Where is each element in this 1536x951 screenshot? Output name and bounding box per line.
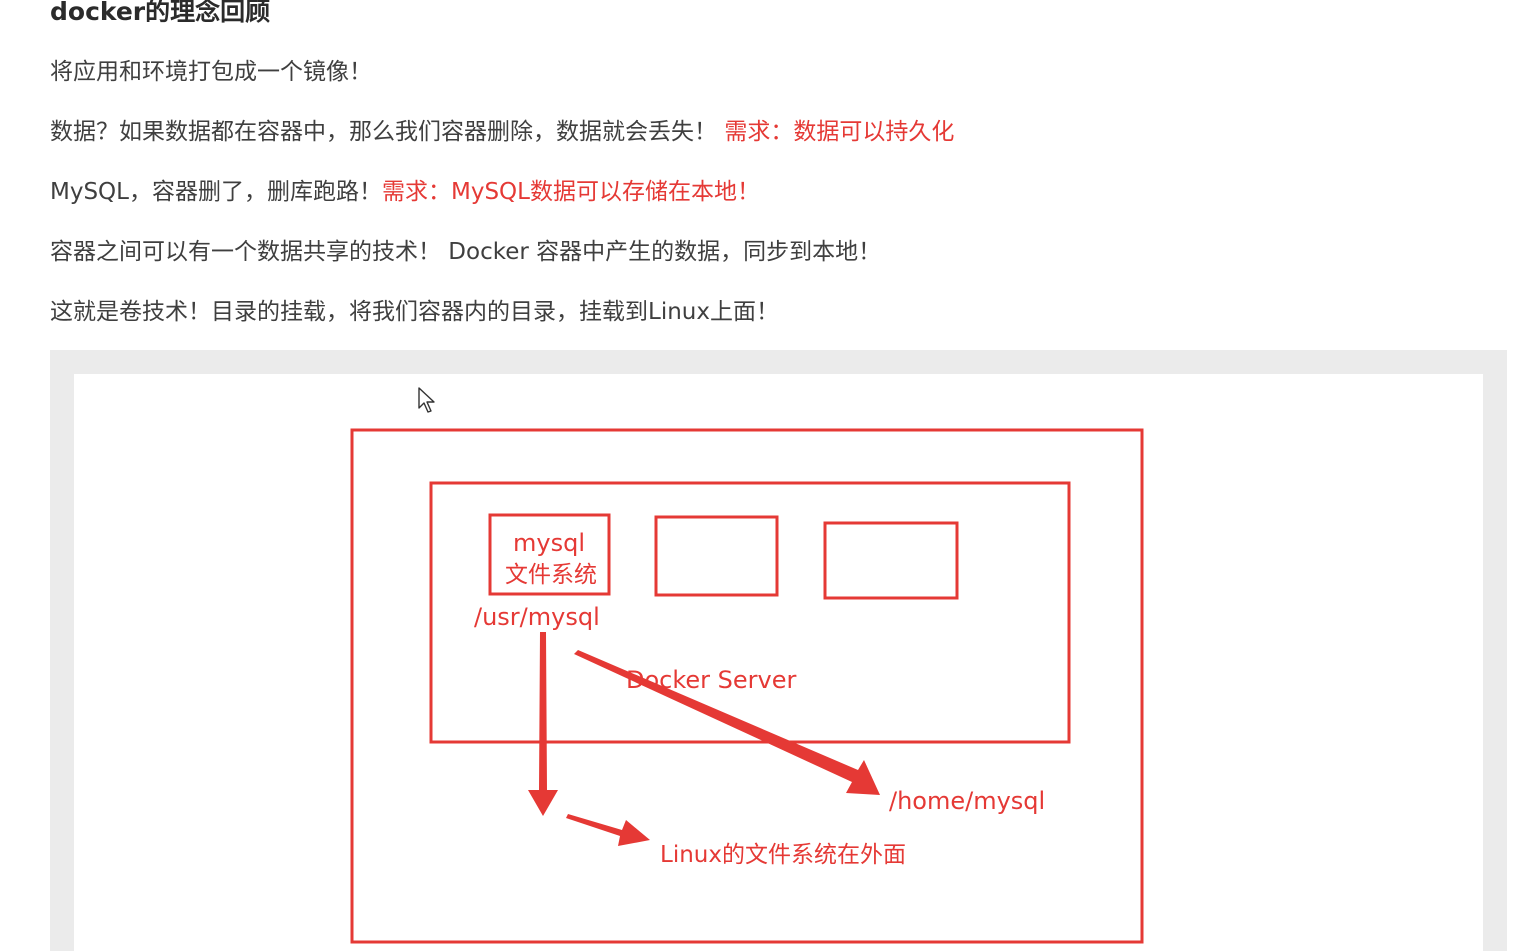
- docker-server-label: Docker Server: [626, 666, 797, 694]
- requirement-mysql-local: 需求：MySQL数据可以存储在本地！: [381, 179, 760, 205]
- paragraph-mysql: MySQL，容器删了，删库跑路！需求：MySQL数据可以存储在本地！: [50, 176, 760, 208]
- container-label-mysql: mysql: [513, 529, 585, 557]
- figure-canvas: [74, 374, 1483, 951]
- arrow-to-host-path: [574, 650, 880, 795]
- container-box-3: [823, 521, 959, 600]
- arrow-down: [528, 632, 558, 816]
- linux-filesystem-label: Linux的文件系统在外面: [660, 842, 906, 868]
- container-label-filesystem: 文件系统: [505, 562, 597, 588]
- section-heading: docker的理念回顾: [50, 0, 271, 26]
- paragraph-mysql-text: MySQL，容器删了，删库跑路！: [50, 179, 382, 205]
- container-path-label: /usr/mysql: [474, 603, 600, 631]
- container-box-2: [654, 515, 779, 597]
- host-path-label: /home/mysql: [889, 787, 1045, 815]
- docker-server-box: [429, 481, 1071, 744]
- paragraph-volume: 这就是卷技术！目录的挂载，将我们容器内的目录，挂载到Linux上面！: [50, 299, 779, 325]
- paragraph-image-packaging: 将应用和环境打包成一个镜像！: [50, 59, 372, 85]
- container-box-mysql: [488, 513, 611, 596]
- mouse-cursor-icon: [418, 387, 435, 413]
- requirement-persistence: 需求：数据可以持久化: [724, 119, 955, 145]
- paragraph-data-sharing: 容器之间可以有一个数据共享的技术！ Docker 容器中产生的数据，同步到本地！: [50, 239, 882, 265]
- paragraph-data-loss: 数据？如果数据都在容器中，那么我们容器删除，数据就会丢失！ 需求：数据可以持久化: [50, 116, 954, 148]
- arrow-to-linux-fs: [566, 814, 650, 846]
- paragraph-data-loss-text: 数据？如果数据都在容器中，那么我们容器删除，数据就会丢失！: [50, 119, 725, 145]
- linux-host-box: [350, 428, 1144, 944]
